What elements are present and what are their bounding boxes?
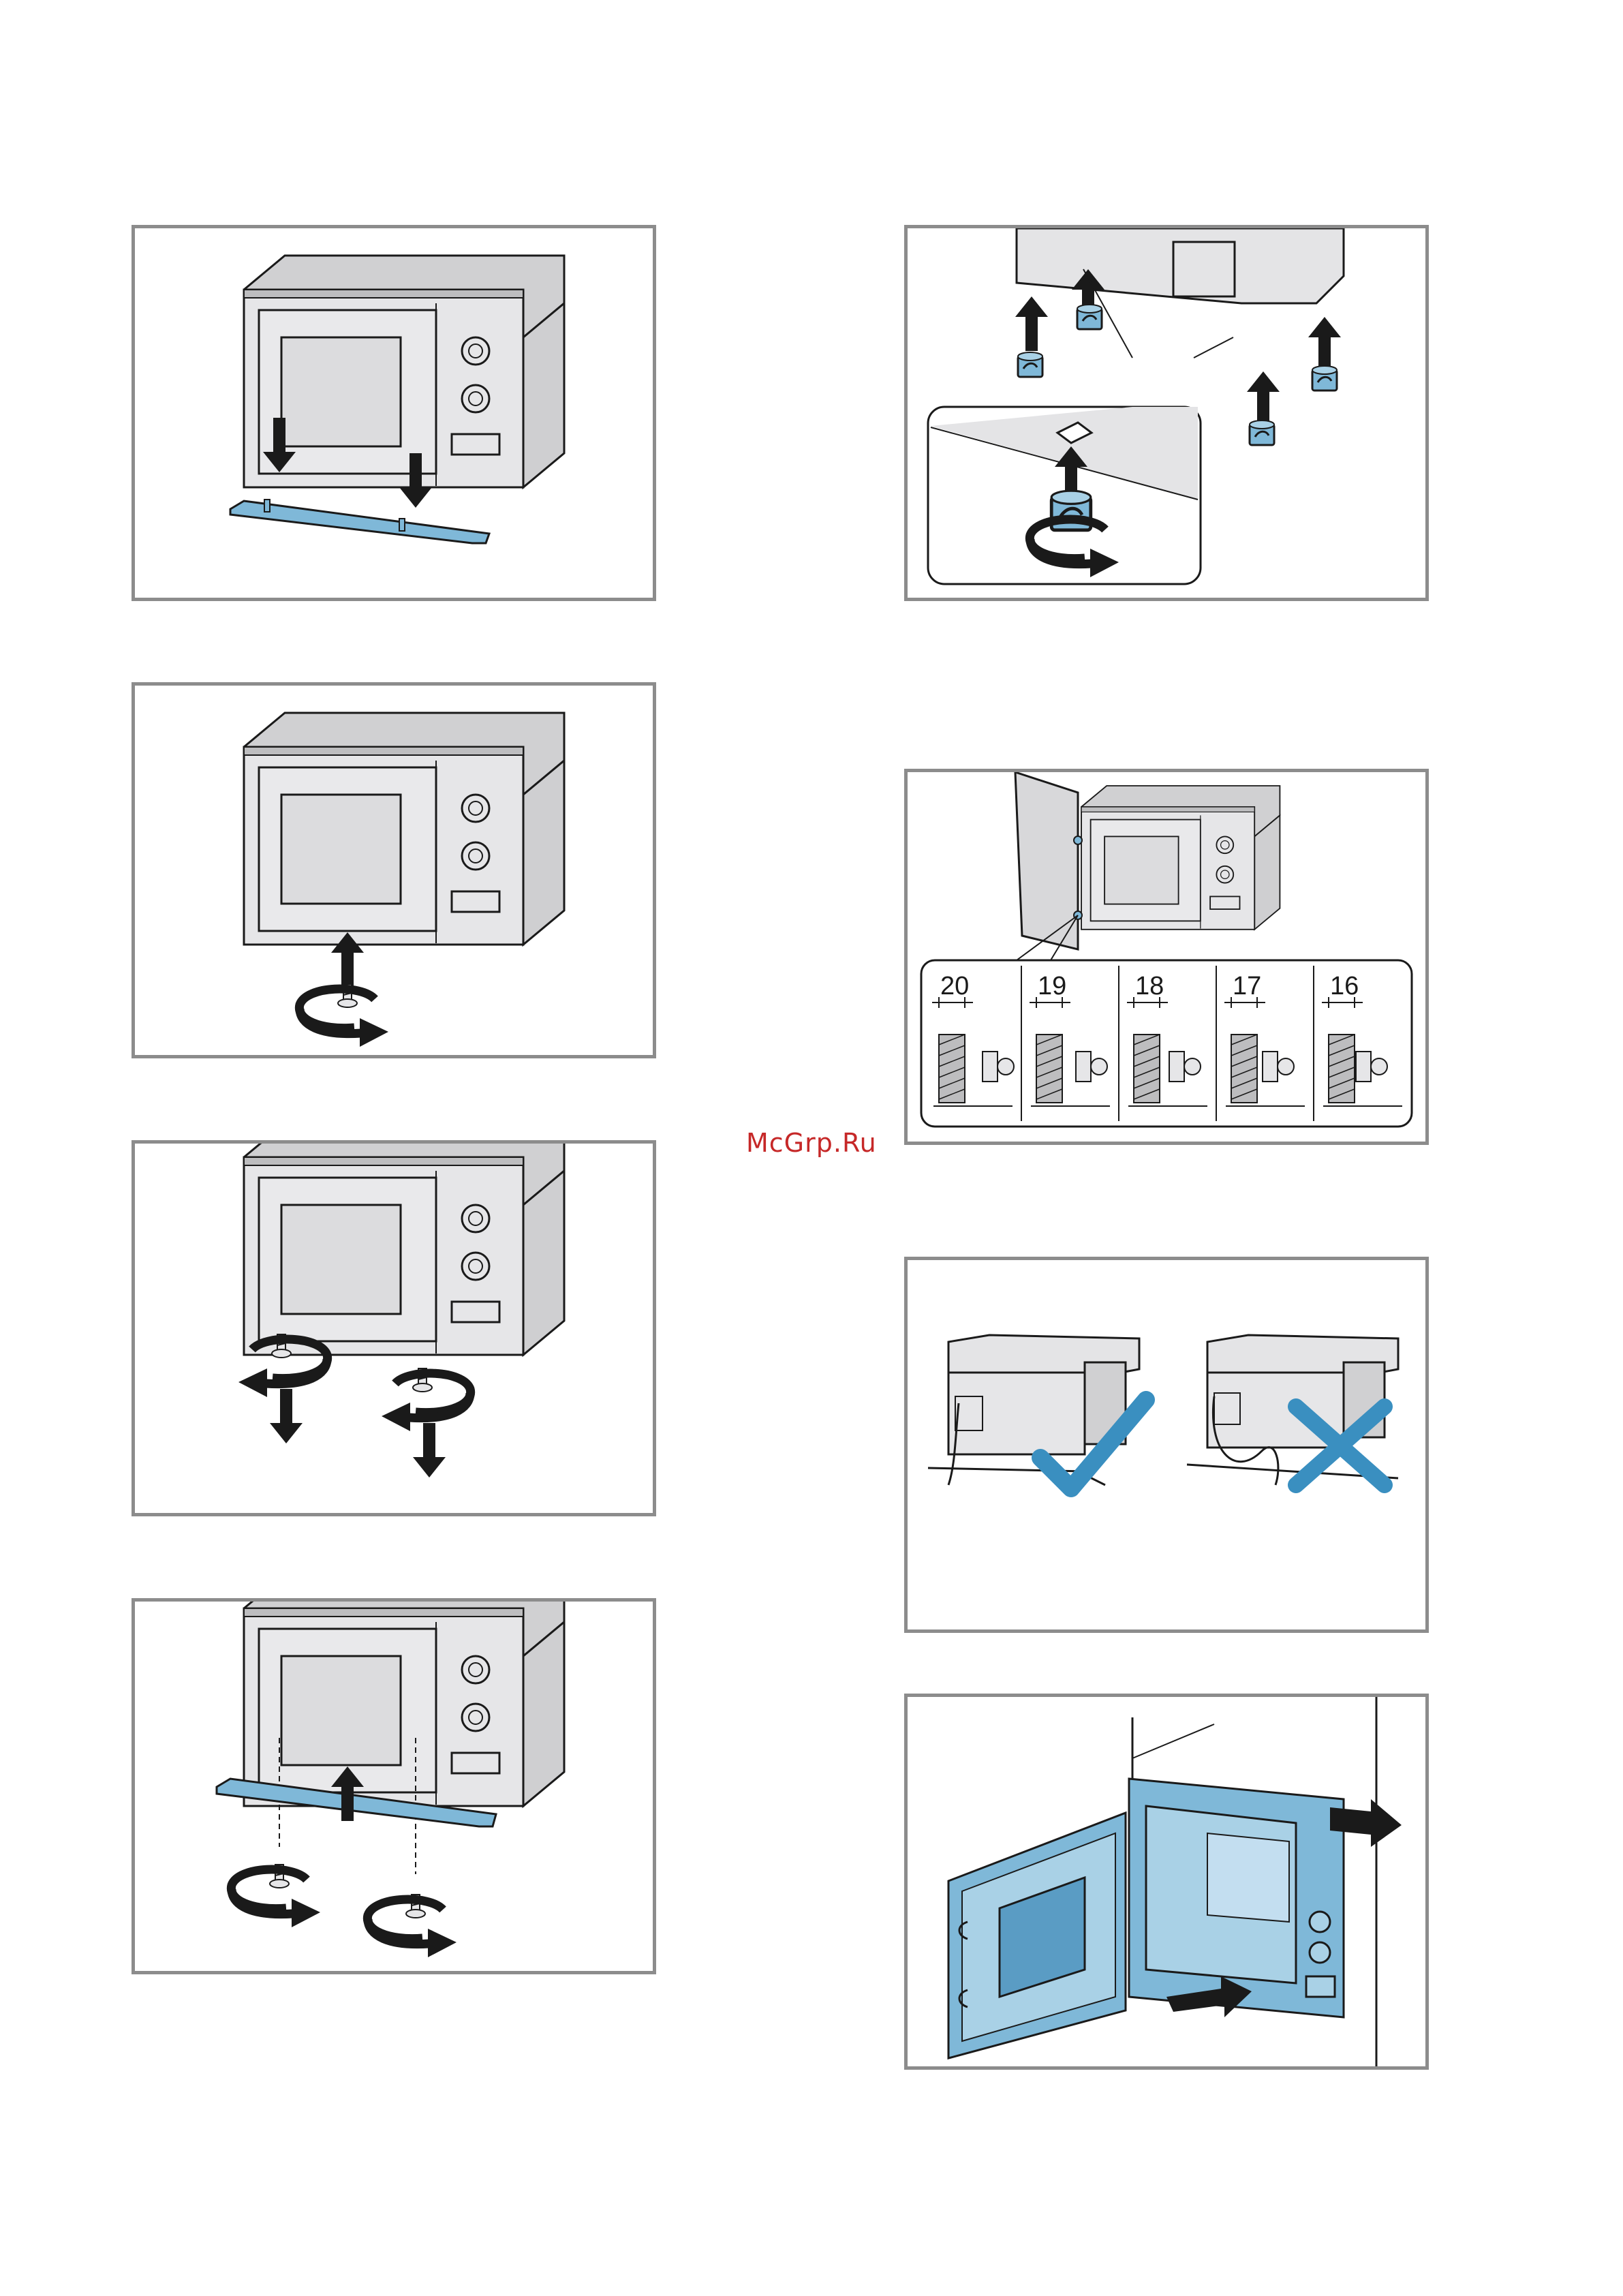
figure-remove-trim-strip (132, 225, 656, 601)
microwave-open-door-icon (948, 1779, 1344, 2058)
spacing-value-label: 19 (1038, 972, 1066, 1000)
foot-icon (1018, 352, 1042, 377)
trim-strip-icon (230, 500, 489, 543)
microwave-icon (244, 1602, 564, 1806)
figure-spacer-settings: 20 19 18 17 16 (904, 769, 1429, 1145)
figure-insert-appliance (904, 1694, 1429, 2070)
microwave-icon (1081, 786, 1280, 930)
arrow-down-icon (413, 1423, 446, 1478)
arrow-up-icon (1308, 317, 1341, 371)
microwave-icon (244, 1144, 564, 1355)
figure-cable-routing (904, 1257, 1429, 1633)
arrow-up-icon (1247, 371, 1280, 426)
arrow-up-icon (1015, 296, 1048, 351)
spacing-value-label: 20 (940, 972, 969, 1000)
figure-attach-trim-strip (132, 1598, 656, 1974)
figure-remove-screws (132, 1140, 656, 1516)
spacing-value-label: 18 (1135, 972, 1164, 1000)
watermark-text: McGrp.Ru (746, 1128, 877, 1158)
arrow-down-icon (270, 1389, 303, 1443)
foot-icon (1250, 420, 1274, 445)
foot-icon (1077, 305, 1102, 329)
spacing-value-label: 17 (1233, 972, 1261, 1000)
figure-screw-fix-bottom (132, 682, 656, 1058)
foot-icon (1312, 366, 1337, 391)
spacing-value-label: 16 (1330, 972, 1359, 1000)
microwave-icon (244, 713, 564, 945)
figure-remove-feet (904, 225, 1429, 601)
